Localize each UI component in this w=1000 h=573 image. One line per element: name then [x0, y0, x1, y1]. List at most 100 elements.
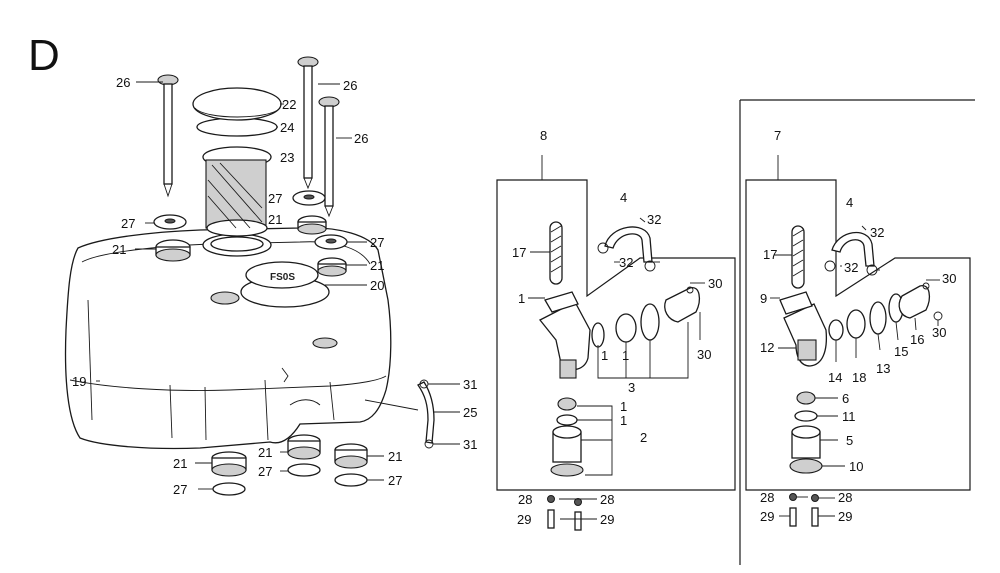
fuel-cock-assembly-7	[739, 99, 975, 565]
grommet-21-bottom-middle	[287, 434, 321, 460]
callout-a1d: 1	[620, 399, 627, 414]
grommet-21-right	[317, 257, 347, 277]
callout-a30b: 30	[697, 347, 711, 362]
callout-a1b: 1	[601, 348, 608, 363]
callout-a2: 2	[640, 430, 647, 445]
fuel-tank-group: FS0S	[64, 56, 460, 496]
callout-t21f: 21	[388, 449, 402, 464]
callout-labels: 8 7	[540, 128, 781, 143]
callout-b30b: 30	[932, 325, 946, 340]
callout-t31a: 31	[463, 377, 477, 392]
callout-b16: 16	[910, 332, 924, 347]
callout-t21e: 21	[258, 445, 272, 460]
callout-a17: 17	[512, 245, 526, 260]
callout-b11: 11	[842, 409, 856, 424]
callout-a3: 3	[628, 380, 635, 395]
callout-b32b: 32	[844, 260, 858, 275]
callout-b32a: 32	[870, 225, 884, 240]
callout-a1c: 1	[622, 348, 629, 363]
filler-gasket	[196, 117, 278, 137]
callout-a29a: 29	[517, 512, 531, 527]
callout-t27b: 27	[268, 191, 282, 206]
callout-t27d: 27	[173, 482, 187, 497]
callout-b5: 5	[846, 433, 853, 448]
grommet-21-middle	[297, 215, 327, 235]
fuel-pipe	[604, 226, 653, 263]
callout-t25: 25	[463, 405, 477, 420]
callout-b28a: 28	[760, 490, 774, 505]
callout-b18: 18	[852, 370, 866, 385]
cock-gasket	[544, 291, 579, 313]
assembly-number-8: 8	[540, 128, 547, 143]
callout-t21a: 21	[112, 242, 126, 257]
cock-gasket-7	[779, 291, 813, 315]
cock-lever	[664, 287, 701, 323]
callout-t22: 22	[282, 97, 296, 112]
callout-b28b: 28	[838, 490, 852, 505]
callout-a32a: 32	[647, 212, 661, 227]
callout-b4: 4	[846, 195, 853, 210]
callout-a28b: 28	[600, 492, 614, 507]
washer-27-bottom-middle	[287, 463, 321, 477]
callout-t26b: 26	[343, 78, 357, 93]
callout-b12: 12	[760, 340, 774, 355]
callout-b10: 10	[849, 459, 863, 474]
filler-cap	[192, 87, 282, 121]
fuel-line	[417, 381, 435, 444]
washer-27-bottom-right	[334, 473, 368, 487]
callout-t27f: 27	[388, 473, 402, 488]
callout-t21c: 21	[370, 258, 384, 273]
callout-t27a: 27	[121, 216, 135, 231]
callout-t21d: 21	[173, 456, 187, 471]
assembly-8-frame	[496, 179, 736, 491]
callout-t26c: 26	[354, 131, 368, 146]
callout-t21b: 21	[268, 212, 282, 227]
callout-t27c: 27	[370, 235, 384, 250]
bolt-26-right	[318, 96, 340, 218]
callout-b30a: 30	[942, 271, 956, 286]
callout-a30a: 30	[708, 276, 722, 291]
callout-t26a: 26	[116, 75, 130, 90]
bolt-26-left	[157, 74, 179, 198]
callout-a1e: 1	[620, 413, 627, 428]
callout-a4: 4	[620, 190, 627, 205]
grommet-21-bottom-right	[334, 443, 368, 469]
callout-b9: 9	[760, 291, 767, 306]
cock-stem	[559, 359, 577, 379]
bolt-26-middle	[297, 56, 319, 190]
callout-b13: 13	[876, 361, 890, 376]
assembly-7-frame	[745, 179, 971, 491]
section-letter: D	[28, 31, 60, 80]
grommet-21-bottom-left	[211, 451, 247, 477]
callout-b15: 15	[894, 344, 908, 359]
callout-t27e: 27	[258, 464, 272, 479]
callout-t19: 19	[72, 374, 86, 389]
fuel-strainer	[205, 159, 267, 229]
svg-text:FS0S: FS0S	[270, 272, 295, 283]
cock-lever-7	[898, 285, 931, 319]
callout-b6: 6	[842, 391, 849, 406]
washer-27-right	[314, 234, 348, 250]
fuel-cock-assembly-8	[496, 155, 736, 531]
fuel-pipe-7	[831, 231, 875, 267]
callout-t24: 24	[280, 120, 294, 135]
callout-b17: 17	[763, 247, 777, 262]
fuel-cap-small	[245, 261, 319, 289]
washer-27-left	[153, 214, 187, 230]
washer-27-bottom-left	[212, 482, 246, 496]
callout-t31b: 31	[463, 437, 477, 452]
callout-b14: 14	[828, 370, 842, 385]
callout-a29b: 29	[600, 512, 614, 527]
grommet-21-left	[155, 239, 191, 262]
callout-a28a: 28	[518, 492, 532, 507]
assembly-number-7: 7	[774, 128, 781, 143]
callout-a32b: 32	[619, 255, 633, 270]
callout-t20: 20	[370, 278, 384, 293]
washer-27-middle	[292, 190, 326, 206]
callout-b29b: 29	[838, 509, 852, 524]
callout-a1a: 1	[518, 291, 525, 306]
callout-b29a: 29	[760, 509, 774, 524]
callout-t23: 23	[280, 150, 294, 165]
